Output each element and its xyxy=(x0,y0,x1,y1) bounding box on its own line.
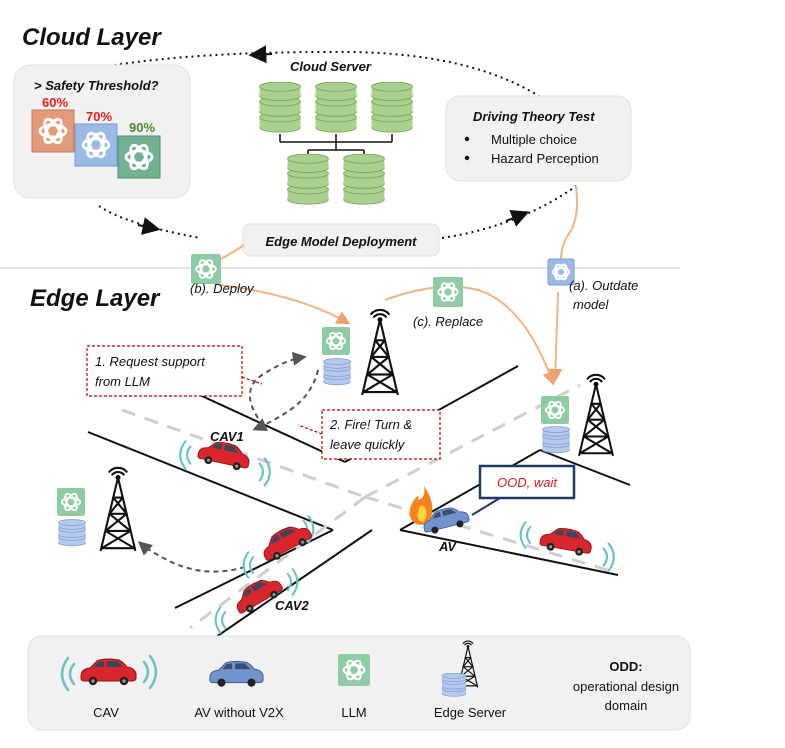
tower-icon xyxy=(578,373,614,457)
response-arrow xyxy=(252,369,319,432)
signal-icon xyxy=(214,606,227,634)
driving-theory-test-title: Driving Theory Test xyxy=(473,109,595,124)
llm-icon xyxy=(433,277,463,307)
cav1-label: CAV1 xyxy=(210,429,244,444)
deploy-label: (b). Deploy xyxy=(190,281,255,296)
legend-edge-server: Edge Server xyxy=(434,640,507,720)
server-icon xyxy=(371,82,413,133)
signal-icon xyxy=(602,542,615,572)
av-label: AV xyxy=(438,539,457,554)
server-icon xyxy=(287,154,329,205)
outdate-label-line2: model xyxy=(573,297,610,312)
llm-icon-outdated xyxy=(547,258,575,286)
llm-icon xyxy=(338,654,370,686)
odd-line2: domain xyxy=(605,698,648,713)
request-support-line2: from LLM xyxy=(95,374,150,389)
legend-odd: ODD: operational design domain xyxy=(573,659,679,713)
tower-icon xyxy=(361,308,399,396)
test-item-hazard-perception: Hazard Perception xyxy=(491,151,599,166)
fire-warning-line2: leave quickly xyxy=(330,437,406,452)
cav-car-icon xyxy=(538,524,595,559)
edge-model-deployment-label: Edge Model Deployment xyxy=(266,234,418,249)
llm-icon-green xyxy=(117,135,161,179)
deploy-arrow xyxy=(219,284,351,325)
fire-warning-callout xyxy=(321,409,441,460)
ood-callout xyxy=(478,464,576,500)
signal-icon xyxy=(179,440,192,470)
odd-title: ODD: xyxy=(609,659,642,674)
llm-icon-orange xyxy=(31,109,75,153)
cloud-server-label: Cloud Server xyxy=(290,59,372,74)
llm-icon xyxy=(322,327,350,355)
server-icon xyxy=(315,82,357,133)
legend-edge-server-label: Edge Server xyxy=(434,705,507,720)
score-70: 70% xyxy=(86,109,112,124)
edge-server-icon xyxy=(441,673,467,697)
bullet xyxy=(464,136,470,142)
cycle-arc-left-bottom xyxy=(98,205,201,239)
server-icon xyxy=(343,154,385,205)
fire-icon xyxy=(409,486,433,525)
server-icon xyxy=(259,82,301,133)
cav2-label: CAV2 xyxy=(275,598,309,613)
cycle-arc-top xyxy=(114,50,546,101)
server-links xyxy=(279,134,393,156)
cycle-arrowhead-top xyxy=(248,45,273,64)
edge-model-deployment-panel xyxy=(242,223,440,257)
callout-pointer xyxy=(297,424,323,435)
request-support-callout xyxy=(86,345,243,397)
edge-server-icon xyxy=(542,426,570,454)
edge-server-icon xyxy=(323,358,351,386)
test-item-multiple-choice: Multiple choice xyxy=(491,132,577,147)
cav2-request-arrow xyxy=(137,541,246,573)
score-60: 60% xyxy=(42,95,68,110)
request-arrow xyxy=(249,351,307,419)
edge-server-icon xyxy=(58,519,86,547)
signal-icon xyxy=(519,521,532,549)
ood-callout-text: OOD, wait xyxy=(497,475,558,490)
edge-layer-title: Edge Layer xyxy=(30,285,161,312)
cycle-arrowhead-right xyxy=(505,209,530,227)
cloud-layer-title: Cloud Layer xyxy=(22,24,162,51)
legend-cav: CAV xyxy=(60,654,158,720)
signal-icon xyxy=(242,551,255,579)
replace-arrow xyxy=(384,285,556,386)
legend-av-label: AV without V2X xyxy=(194,705,284,720)
legend-av: AV without V2X xyxy=(194,660,284,720)
cycle-arc-right-bottom xyxy=(441,185,577,239)
legend-cav-label: CAV xyxy=(93,705,119,720)
legend-llm: LLM xyxy=(338,654,370,720)
outdate-label-line1: (a). Outdate xyxy=(569,278,638,293)
llm-icon xyxy=(191,254,221,284)
safety-threshold-title: > Safety Threshold? xyxy=(34,78,159,93)
score-90: 90% xyxy=(129,120,155,135)
fire-warning-line1: 2. Fire! Turn & xyxy=(329,417,412,432)
bullet xyxy=(464,155,470,161)
llm-icon-updated xyxy=(541,396,569,424)
request-support-line1: 1. Request support xyxy=(95,354,206,369)
replace-label: (c). Replace xyxy=(413,314,483,329)
tower-icon xyxy=(99,466,137,552)
driving-theory-test-panel xyxy=(445,95,632,182)
cycle-arrowhead-left xyxy=(137,217,161,235)
callout-pointer xyxy=(471,497,501,516)
llm-icon xyxy=(57,488,85,516)
callout-pointer xyxy=(241,376,263,385)
odd-line1: operational design xyxy=(573,679,679,694)
legend-llm-label: LLM xyxy=(341,705,366,720)
outdate-arrow xyxy=(548,291,563,383)
llm-icon-blue xyxy=(74,123,118,167)
